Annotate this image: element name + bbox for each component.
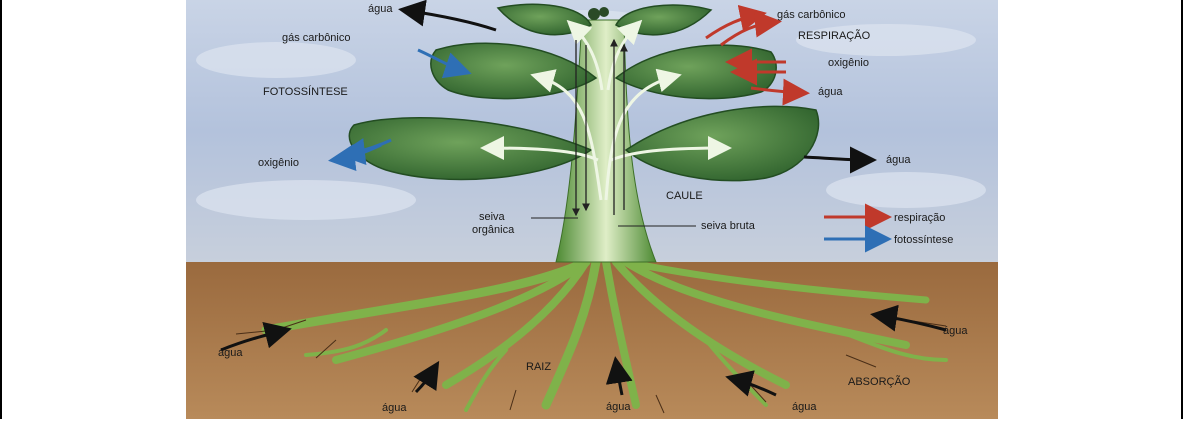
label-seiva: seiva (479, 211, 506, 223)
plant-diagram: respiração fotossíntese água gás carbôni… (186, 0, 998, 419)
label-seiva-bruta: seiva bruta (701, 220, 756, 232)
label-respiracao: RESPIRAÇÃO (798, 29, 871, 42)
label-agua-bottom-right: água (792, 401, 817, 413)
label-agua-left-root: água (218, 347, 243, 359)
label-absorcao: ABSORÇÃO (848, 375, 911, 388)
label-oxigenio-left: oxigênio (258, 157, 299, 169)
plant-diagram-svg: respiração fotossíntese água gás carbôni… (186, 0, 998, 419)
label-gas-carbonico-right: gás carbônico (777, 9, 846, 21)
label-oxigenio-right: oxigênio (828, 57, 869, 69)
label-agua-right-upper: água (818, 86, 843, 98)
page-border-right (1181, 0, 1183, 419)
legend-photosynthesis-label: fotossíntese (894, 234, 953, 246)
label-agua-bottom-center: água (606, 401, 631, 413)
label-agua-right-root: água (943, 325, 968, 337)
label-gas-carbonico-left: gás carbônico (282, 32, 351, 44)
label-caule: CAULE (666, 190, 703, 202)
label-organica: orgânica (472, 224, 515, 236)
page-border-left (0, 0, 2, 419)
legend-respiration-label: respiração (894, 212, 945, 224)
label-agua-right-lower: água (886, 154, 911, 166)
label-agua-top: água (368, 3, 393, 15)
label-fotossintese: FOTOSSÍNTESE (263, 85, 348, 98)
label-raiz: RAIZ (526, 361, 551, 373)
label-agua-bottom-left: água (382, 402, 407, 414)
